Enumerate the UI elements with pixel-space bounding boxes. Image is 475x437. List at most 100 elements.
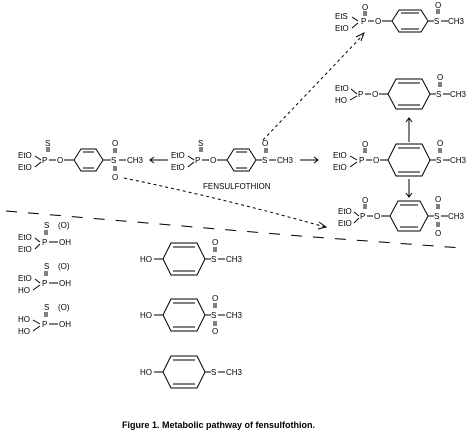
pathway-separator-line [5, 210, 463, 249]
arrow-to-sulfone [149, 156, 168, 164]
arrow-to-oxon-sulfone [405, 179, 413, 198]
acid-3-p-top-atom: S [44, 303, 49, 312]
acid-2-phosphorus: P [42, 279, 47, 288]
thiolo-p-top-atom: O [362, 3, 368, 12]
thiolo-phosphorus: P [361, 17, 366, 26]
fensulfothion-alkoxy-2: EtO [171, 163, 185, 172]
phenol-sulfone-structure: HO S O O CH3 [140, 294, 243, 336]
acid-1-hydroxyl: OH [59, 238, 71, 247]
oxon-sulfone-phosphorus: P [360, 212, 365, 221]
thiolo-ester-oxygen: O [375, 17, 381, 26]
oxon-sulfone-methyl: CH3 [448, 212, 465, 221]
thiolo-alkoxy-1: EtS [335, 12, 348, 21]
oxon-alkoxy-1: EtO [333, 151, 347, 160]
desethyl-structure: EtO HO P O S O CH3 [335, 73, 467, 110]
desethyl-sulfinyl-oxygen: O [437, 73, 443, 82]
phenol-2-sulfur: S [211, 311, 216, 320]
oxon-alkoxy-2: EtO [333, 163, 347, 172]
acid-3-phosphorus: P [42, 320, 47, 329]
oxon-sulfone-p-top-atom: O [362, 196, 368, 205]
acid-2-structure: S (O) EtO HO P OH [18, 262, 71, 295]
dotted-arrow-to-oxon-sulfone [123, 177, 328, 230]
fensulfothion-phosphorus: P [195, 156, 200, 165]
oxon-phosphorus: P [359, 156, 364, 165]
oxon-structure: O EtO EtO P O S O CH3 [333, 139, 467, 177]
acid-3-structure: S (O) HO HO P OH [18, 303, 71, 336]
acid-1-p-top-atom: S [44, 221, 49, 230]
phenol-2-benzene-ring [162, 298, 206, 332]
acid-3-alkoxy-1: HO [18, 315, 30, 324]
phenol-3-methyl: CH3 [226, 368, 243, 377]
acid-3-alkoxy-2: HO [18, 327, 30, 336]
phenol-1-sulfinyl-oxygen: O [212, 238, 218, 247]
phenol-1-sulfur: S [211, 255, 216, 264]
sulfone-methyl: CH3 [127, 156, 144, 165]
phenol-2-sulfonyl-oxygen-bottom: O [212, 327, 218, 336]
sulfone-p-top-atom: S [45, 139, 50, 148]
phenol-1-hydroxy: HO [140, 255, 152, 264]
acid-2-hydroxyl: OH [59, 279, 71, 288]
phenol-3-hydroxy: HO [140, 368, 152, 377]
sulfone-sulfur: S [111, 156, 116, 165]
phenol-sulfoxide-structure: HO S O CH3 [140, 238, 243, 276]
fensulfothion-methyl: CH3 [277, 156, 294, 165]
phenol-1-methyl: CH3 [226, 255, 243, 264]
sulfone-structure: S EtO EtO P O S O O CH3 [18, 139, 144, 182]
phenol-3-sulfur: S [211, 368, 216, 377]
acid-1-optional-oxygen: (O) [58, 221, 70, 230]
sulfone-alkoxy-1: EtO [18, 151, 32, 160]
oxon-sulfinyl-oxygen: O [437, 139, 443, 148]
fensulfothion-name: FENSULFOTHION [203, 182, 271, 191]
oxon-p-top-atom: O [362, 140, 368, 149]
desethyl-alkoxy-1: EtO [335, 84, 349, 93]
acid-1-alkoxy-2: EtO [18, 245, 32, 254]
arrow-to-oxon [300, 156, 319, 164]
oxon-sulfone-alkoxy-1: EtO [338, 207, 352, 216]
thiolo-sulfur: S [434, 17, 439, 26]
acid-3-optional-oxygen: (O) [58, 303, 70, 312]
phenol-2-methyl: CH3 [226, 311, 243, 320]
oxon-sulfur: S [436, 156, 441, 165]
oxon-sulfone-sulfonyl-oxygen-bottom: O [435, 229, 441, 238]
thiolo-isomer-structure: EtS EtO O P O S O CH3 [335, 1, 465, 33]
acid-1-structure: S (O) EtO EtO P OH [18, 221, 71, 254]
oxon-ester-oxygen: O [373, 156, 379, 165]
acid-2-p-top-atom: S [44, 262, 49, 271]
fensulfothion-p-top-atom: S [198, 139, 203, 148]
fensulfothion-sulfinyl-oxygen: O [262, 139, 268, 148]
figure-caption: Figure 1. Metabolic pathway of fensulfot… [122, 420, 315, 430]
thiolo-alkoxy-2: EtO [335, 24, 349, 33]
acid-2-alkoxy-2: HO [18, 286, 30, 295]
sulfone-sulfonyl-oxygen-bottom: O [112, 173, 118, 182]
oxon-sulfone-sulfur: S [434, 212, 439, 221]
arrow-to-desethyl [405, 117, 413, 142]
oxon-sulfone-structure: O EtO EtO P O S O O CH3 [338, 195, 465, 238]
acid-2-alkoxy-1: EtO [18, 274, 32, 283]
sulfone-ester-oxygen: O [57, 156, 63, 165]
oxon-sulfone-alkoxy-2: EtO [338, 219, 352, 228]
acid-1-phosphorus: P [42, 238, 47, 247]
oxon-benzene-ring [387, 143, 431, 177]
desethyl-alkoxy-2: HO [335, 96, 347, 105]
acid-1-alkoxy-1: EtO [18, 233, 32, 242]
oxon-methyl: CH3 [450, 156, 467, 165]
fensulfothion-structure: S EtO EtO P O S O CH3 FENSULFOTHION [171, 139, 294, 191]
sulfone-sulfonyl-oxygen-top: O [112, 139, 118, 148]
phenol-sulfide-structure: HO S CH3 [140, 355, 243, 389]
phenol-3-benzene-ring [162, 355, 206, 389]
fensulfothion-alkoxy-1: EtO [171, 151, 185, 160]
desethyl-sulfur: S [436, 90, 441, 99]
fensulfothion-sulfur: S [262, 156, 267, 165]
desethyl-ester-oxygen: O [372, 90, 378, 99]
fensulfothion-ester-oxygen: O [210, 156, 216, 165]
oxon-sulfone-ester-oxygen: O [374, 212, 380, 221]
oxon-sulfone-sulfonyl-oxygen-top: O [435, 195, 441, 204]
phenol-1-benzene-ring [162, 242, 206, 276]
acid-3-hydroxyl: OH [59, 320, 71, 329]
acid-2-optional-oxygen: (O) [58, 262, 70, 271]
phenol-2-hydroxy: HO [140, 311, 152, 320]
dotted-arrow-to-thiolo-isomer [262, 31, 365, 141]
desethyl-phosphorus: P [358, 90, 363, 99]
thiolo-sulfinyl-oxygen: O [435, 1, 441, 10]
